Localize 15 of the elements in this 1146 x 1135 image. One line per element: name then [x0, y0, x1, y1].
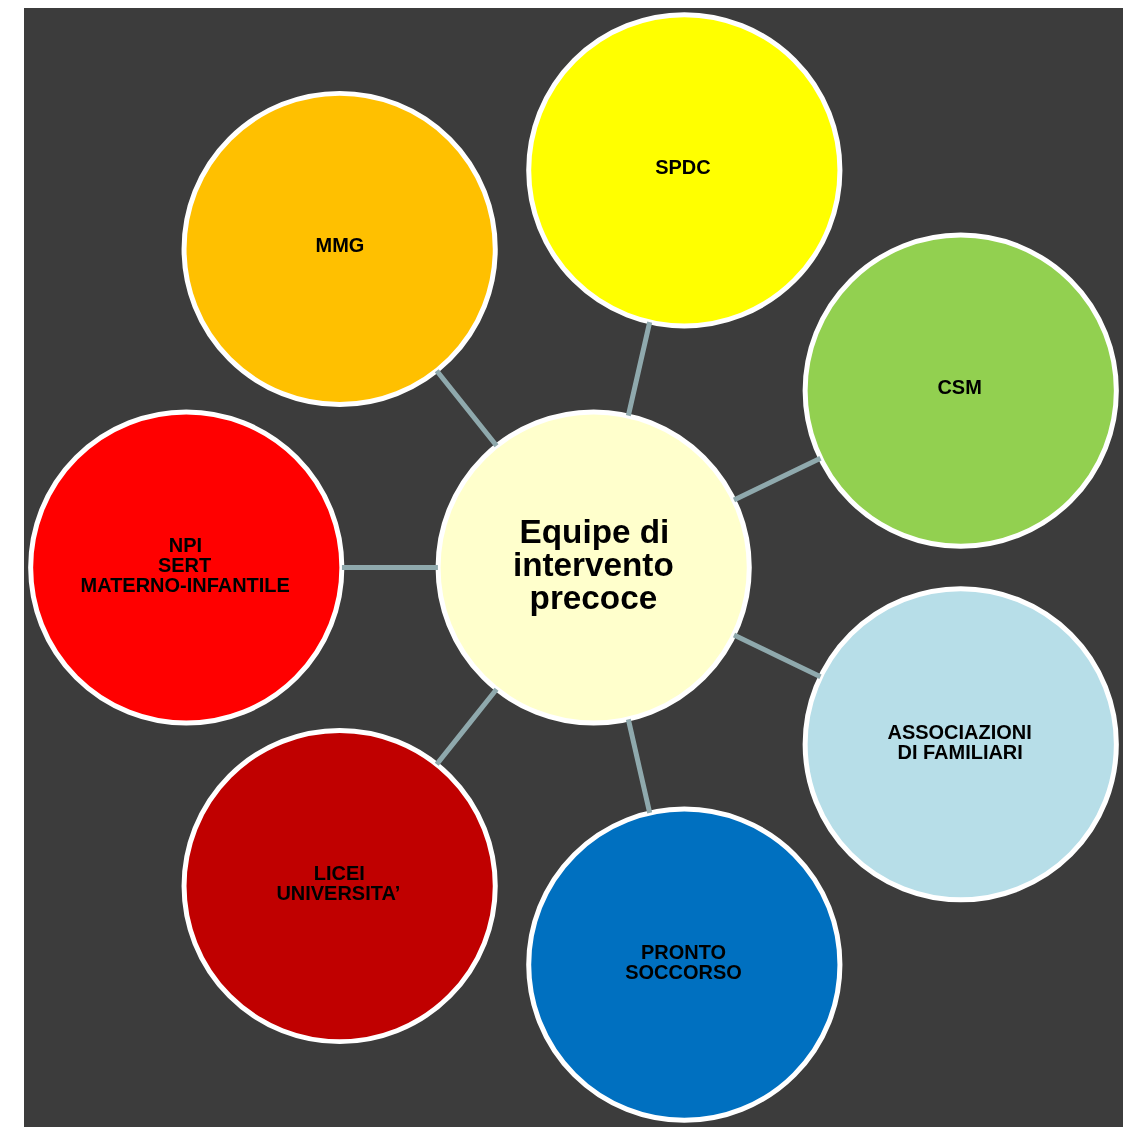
node-circle: ASSOCIAZIONI DI FAMILIARI — [802, 586, 1119, 903]
node-circle: LICEI UNIVERSITA’ — [181, 727, 498, 1045]
connector — [732, 456, 822, 503]
connector — [434, 687, 498, 766]
node-circle: NPI SERT MATERNO-INFANTILE — [27, 409, 344, 726]
connector — [625, 718, 652, 814]
connector — [625, 321, 652, 417]
node-circle: Equipe di intervento precoce — [435, 409, 752, 726]
connector — [341, 565, 438, 570]
connector — [732, 632, 822, 679]
node-circle: CSM — [802, 232, 1119, 549]
connector — [434, 369, 498, 448]
node-circle: PRONTO SOCCORSO — [525, 806, 842, 1123]
node-circle: MMG — [181, 90, 498, 408]
node-circle: SPDC — [525, 12, 842, 329]
